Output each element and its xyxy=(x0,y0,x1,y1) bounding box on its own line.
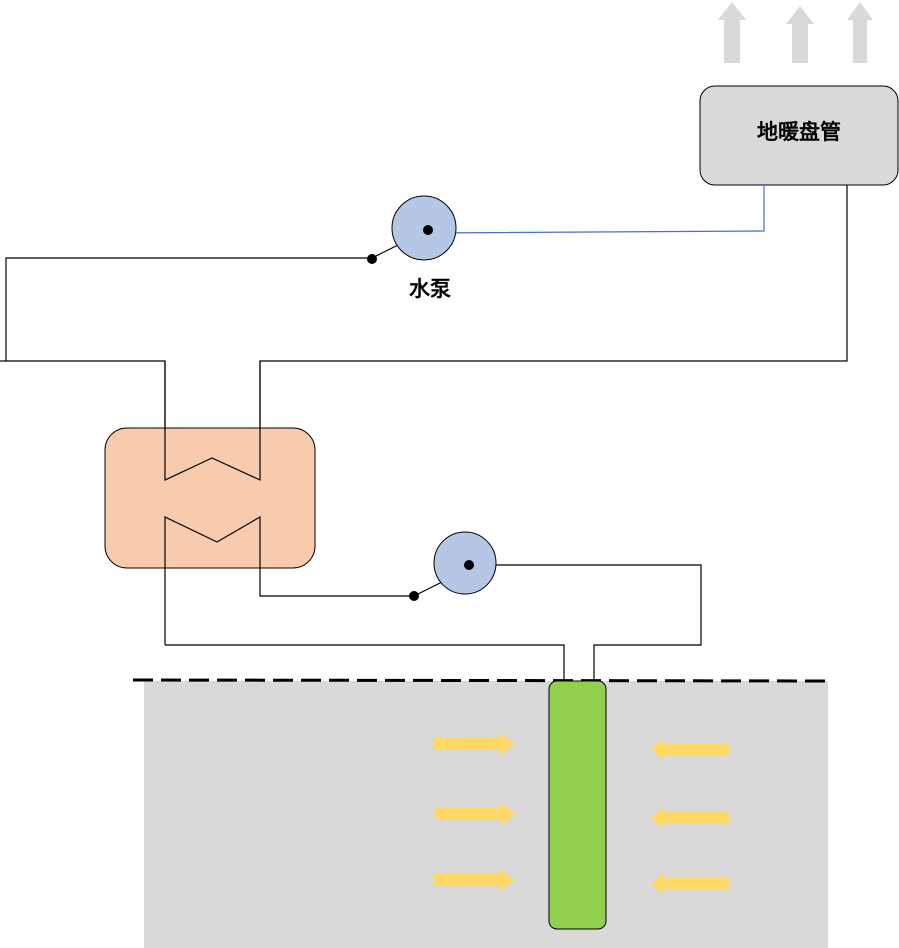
rising-arrow-2 xyxy=(786,6,814,63)
rising-heat-arrows xyxy=(718,2,873,63)
heat-arrow-left-1 xyxy=(434,733,515,755)
heat-exchanger-box xyxy=(104,427,316,569)
heat-arrow-left-3 xyxy=(434,869,515,891)
hx-upper-coil xyxy=(164,361,261,481)
heat-arrow-right-1 xyxy=(651,738,730,760)
heat-arrow-right-3 xyxy=(651,873,730,895)
floor-heating-coil-label: 地暖盘管 xyxy=(757,120,841,144)
ground-return-pipe xyxy=(470,564,702,680)
heat-arrow-right-2 xyxy=(651,807,730,829)
heat-arrow-left-2 xyxy=(436,803,516,825)
ground-loop-pipes xyxy=(165,564,702,680)
water-pump-label: 水泵 xyxy=(409,277,451,301)
water-pump-upper-hub xyxy=(423,225,433,235)
ground-supply-pipe xyxy=(165,644,565,680)
rising-arrow-3 xyxy=(847,2,873,63)
water-pump-lower-hub xyxy=(464,560,474,570)
ground-heat-arrows xyxy=(434,733,730,895)
floor-heating-coil-box xyxy=(699,85,899,186)
pump-to-coil-pipe xyxy=(427,186,765,234)
pipe-junction-upper xyxy=(367,254,377,264)
coil-return-pipe xyxy=(259,185,848,478)
pipe-junction-lower xyxy=(409,591,419,601)
heat-exchanger-coils xyxy=(164,361,414,645)
hx-lower-coil xyxy=(164,515,414,645)
ground-surface-line xyxy=(132,678,834,683)
borehole xyxy=(548,680,607,930)
rising-arrow-1 xyxy=(718,2,746,63)
